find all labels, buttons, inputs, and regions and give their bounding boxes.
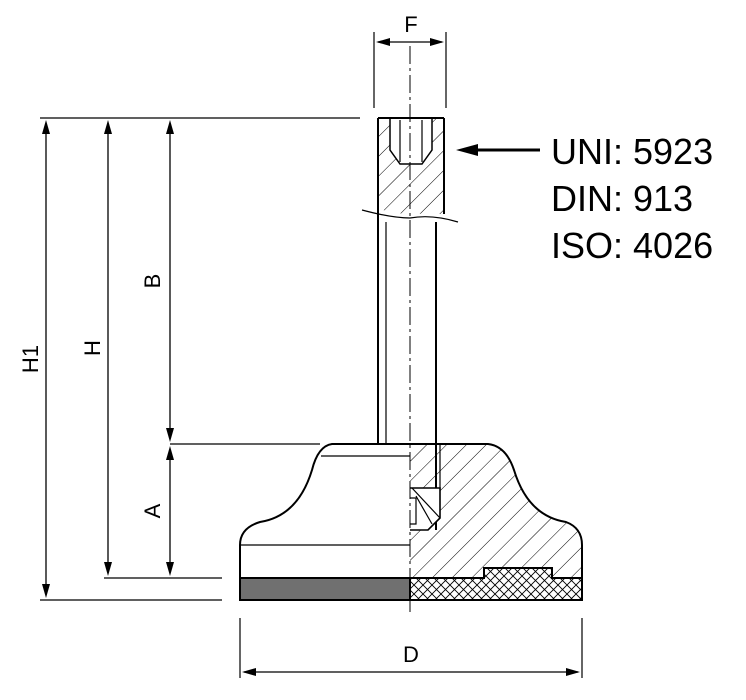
standard-din: DIN: 913: [551, 178, 693, 219]
label-a: A: [140, 503, 165, 518]
dimension-h: H: [80, 120, 112, 576]
dimension-f: F: [373, 12, 447, 108]
label-d: D: [403, 642, 419, 667]
anti-slip-pad: [239, 567, 583, 601]
standard-uni: UNI: 5923: [551, 131, 713, 172]
dimension-a: A: [140, 446, 174, 576]
label-f: F: [404, 12, 417, 37]
pointer-arrow: [456, 144, 540, 156]
standards-list: UNI: 5923 DIN: 913 ISO: 4026: [551, 131, 713, 266]
dimension-b: B: [140, 120, 174, 442]
dimension-d: D: [239, 618, 583, 678]
threaded-stud: [361, 117, 459, 531]
dimension-h1: H1: [18, 120, 50, 598]
extension-lines: [40, 117, 360, 601]
standard-iso: ISO: 4026: [551, 225, 713, 266]
label-b: B: [140, 274, 165, 289]
base-exterior: [239, 443, 410, 579]
label-h: H: [80, 340, 105, 356]
label-h1: H1: [18, 345, 43, 373]
